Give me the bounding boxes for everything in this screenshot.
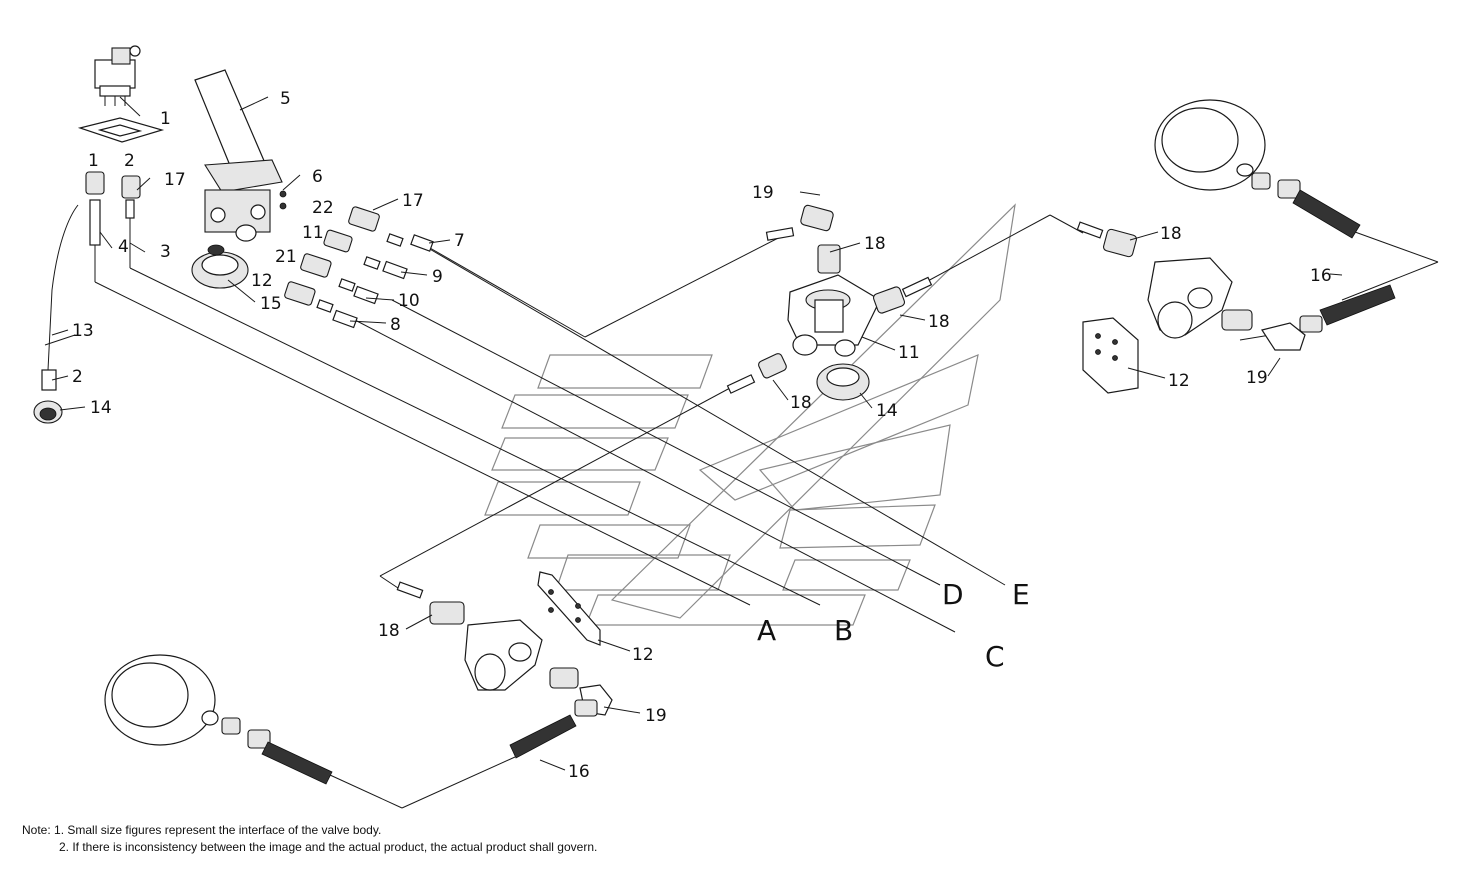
callout-6: 6 (312, 167, 323, 187)
callout-17-mid: 17 (402, 191, 424, 211)
callout-1-top: 1 (160, 109, 171, 129)
callout-18-bottom: 18 (378, 621, 400, 641)
pipe-lines (44, 204, 1439, 809)
callout-9: 9 (432, 267, 443, 287)
connection-c: C (985, 640, 1005, 673)
callout-leaders (51, 96, 1343, 771)
note-line-1: Note: 1. Small size figures represent th… (22, 823, 382, 837)
callout-2-bottom: 2 (72, 367, 83, 387)
watermark-logo (484, 203, 1016, 626)
callout-13: 13 (72, 321, 94, 341)
callout-8: 8 (390, 315, 401, 335)
callout-18-far-right: 18 (1160, 224, 1182, 244)
callout-5: 5 (280, 89, 291, 109)
callout-16-bottom: 16 (568, 762, 590, 782)
part-11-relay-valve (726, 204, 933, 401)
notes-block: Note: 1. Small size figures represent th… (22, 822, 597, 856)
callout-1: 1 (88, 151, 99, 171)
callout-3: 3 (160, 242, 171, 262)
right-components (1076, 99, 1396, 394)
callout-18-lower: 18 (790, 393, 812, 413)
callout-19-bottom: 19 (645, 706, 667, 726)
callout-10: 10 (398, 291, 420, 311)
callout-numbers: 1 5 1 2 17 6 22 17 4 3 11 7 21 12 9 15 1… (72, 89, 1332, 782)
note-line-2: 2. If there is inconsistency between the… (59, 840, 598, 854)
fittings-left (33, 171, 141, 424)
connection-letters: A B C D E (757, 578, 1030, 673)
callout-17-left: 17 (164, 170, 186, 190)
fittings-middle (284, 206, 434, 329)
callout-19-right: 19 (1246, 368, 1268, 388)
callout-11-center: 11 (898, 343, 920, 363)
callout-15: 15 (260, 294, 282, 314)
part-1-switch (77, 45, 165, 143)
part-5-brake-valve (191, 69, 287, 289)
connection-a: A (757, 614, 776, 647)
callout-14-left: 14 (90, 398, 112, 418)
callout-18-right: 18 (928, 312, 950, 332)
callout-22: 22 (312, 198, 334, 218)
callout-21: 21 (275, 247, 297, 267)
connection-e: E (1012, 578, 1030, 611)
callout-16-right: 16 (1310, 266, 1332, 286)
connection-d: D (942, 578, 964, 611)
callout-7: 7 (454, 231, 465, 251)
connection-b: B (834, 614, 853, 647)
callout-11-left: 11 (302, 223, 324, 243)
callout-2-top: 2 (124, 151, 135, 171)
callout-19-top: 19 (752, 183, 774, 203)
bottom-left-chamber (104, 654, 577, 785)
callout-12-left: 12 (251, 271, 273, 291)
callout-4: 4 (118, 237, 129, 257)
callout-18-top: 18 (864, 234, 886, 254)
callout-12-bottom: 12 (632, 645, 654, 665)
callout-12-right: 12 (1168, 371, 1190, 391)
callout-14-center: 14 (876, 401, 898, 421)
bottom-center-components (396, 571, 613, 717)
